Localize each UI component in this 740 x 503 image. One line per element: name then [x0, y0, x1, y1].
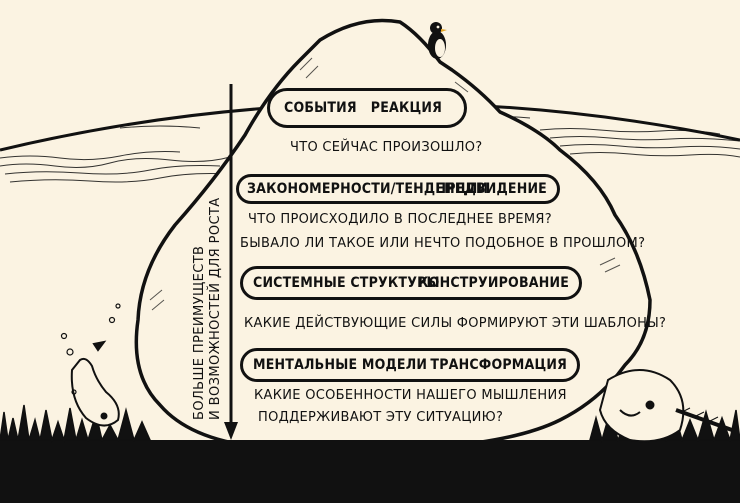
level-patterns-right: ПРЕДВИДЕНИЕ	[435, 181, 547, 197]
level-mental-models-right: ТРАНСФОРМАЦИЯ	[430, 357, 567, 373]
iceberg-hatching	[149, 57, 621, 311]
level-events: СОБЫТИЯ РЕАКЦИЯ	[267, 88, 467, 128]
seabed	[0, 440, 740, 503]
arrow-label-line1: БОЛЬШЕ ПРЕИМУЩЕСТВ	[192, 245, 207, 420]
level-events-left: СОБЫТИЯ	[284, 100, 357, 116]
depth-arrow	[224, 84, 238, 440]
level-patterns-question: ЧТО ПРОИСХОДИЛО В ПОСЛЕДНЕЕ ВРЕМЯ?	[248, 212, 552, 227]
level-mental-models-left: МЕНТАЛЬНЫЕ МОДЕЛИ	[253, 357, 428, 373]
level-mental-models-question: КАКИЕ ОСОБЕННОСТИ НАШЕГО МЫШЛЕНИЯ	[254, 388, 567, 403]
level-structures-right: КОНСТРУИРОВАНИЕ	[418, 275, 569, 291]
penguin-icon	[428, 22, 447, 59]
level-patterns-question-2: БЫВАЛО ЛИ ТАКОЕ ИЛИ НЕЧТО ПОДОБНОЕ В ПРО…	[240, 236, 646, 251]
level-patterns: ЗАКОНОМЕРНОСТИ/ТЕНДЕНЦИИ ПРЕДВИДЕНИЕ	[236, 174, 560, 204]
level-mental-models: МЕНТАЛЬНЫЕ МОДЕЛИ ТРАНСФОРМАЦИЯ	[240, 348, 580, 382]
fish-icon	[60, 303, 121, 427]
level-patterns-left: ЗАКОНОМЕРНОСТИ/ТЕНДЕНЦИИ	[247, 181, 489, 197]
level-events-question: ЧТО СЕЙЧАС ПРОИЗОШЛО?	[290, 140, 483, 155]
iceberg-shape	[134, 18, 652, 449]
level-structures-left: СИСТЕМНЫЕ СТРУКТУРЫ	[253, 275, 440, 291]
level-events-right: РЕАКЦИЯ	[370, 100, 442, 116]
level-structures: СИСТЕМНЫЕ СТРУКТУРЫ КОНСТРУИРОВАНИЕ	[240, 266, 582, 300]
arrow-label-line2: И ВОЗМОЖНОСТЕЙ ДЛЯ РОСТА	[208, 197, 223, 420]
level-mental-models-question-2: ПОДДЕРЖИВАЮТ ЭТУ СИТУАЦИЮ?	[258, 410, 504, 425]
narwhal-icon	[598, 369, 733, 443]
level-structures-question: КАКИЕ ДЕЙСТВУЮЩИЕ СИЛЫ ФОРМИРУЮТ ЭТИ ШАБ…	[244, 316, 667, 331]
